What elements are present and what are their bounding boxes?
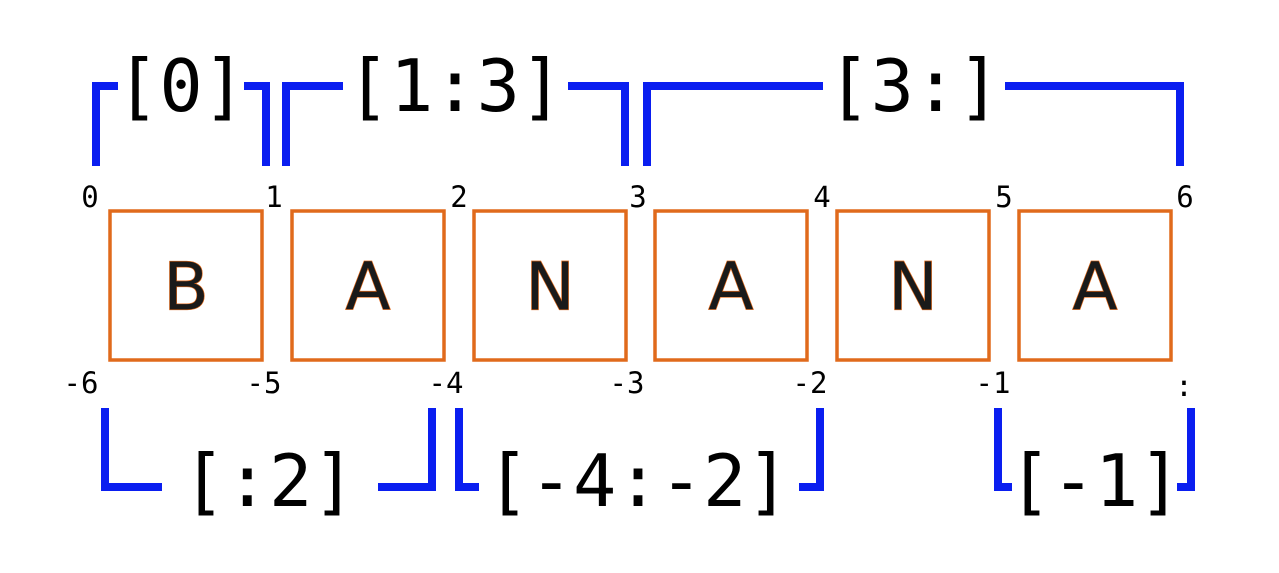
letter-0: B [163,249,208,326]
bracket-bottom-0: [:2] [101,408,436,523]
pos-index-0: 0 [81,180,98,214]
letter-1: A [345,249,390,326]
bracket-top-0: [0] [92,44,270,166]
slice-label-top-2: [3:] [827,44,1000,128]
bracket-bottom-1-right [799,408,824,491]
bracket-bottom-2-right [1177,408,1195,491]
neg-index-2: -4 [429,366,464,400]
slice-label-bottom-1: [-4:-2] [486,439,789,523]
neg-index-1: -5 [247,366,282,400]
bracket-top-1: [1:3] [282,44,629,166]
pos-index-4: 4 [813,180,830,214]
neg-index-5: -1 [976,366,1011,400]
pos-index-6: 6 [1176,180,1193,214]
bracket-top-1-right [568,82,629,166]
bracket-top-0-right [244,82,270,166]
slice-label-top-1: [1:3] [347,44,564,128]
letter-5: A [1072,249,1117,326]
letter-row: B A N A N A [108,209,1173,362]
letter-box-5: A [1017,209,1173,362]
neg-index-4: -2 [793,366,828,400]
bracket-bottom-1-left [455,408,479,491]
bracket-top-1-left [282,82,343,166]
slice-label-bottom-0: [:2] [182,439,355,523]
bracket-bottom-2-left [994,408,1012,491]
letter-2: N [525,249,574,326]
negative-index-row: -6 -5 -4 -3 -2 -1 : [64,366,1193,403]
bracket-bottom-0-right [378,408,436,491]
bracket-top-0-left [92,82,118,166]
letter-box-1: A [290,209,446,362]
pos-index-1: 1 [265,180,282,214]
bracket-top-2: [3:] [643,44,1184,166]
slice-label-top-0: [0] [116,44,246,128]
bracket-top-2-left [643,82,823,166]
letter-box-3: A [653,209,809,362]
letter-3: A [708,249,753,326]
neg-index-6: : [1175,369,1192,403]
bracket-bottom-0-left [101,408,162,491]
pos-index-5: 5 [995,180,1012,214]
letter-box-2: N [472,209,628,362]
neg-index-3: -3 [610,366,645,400]
bracket-bottom-2: [-1] [994,408,1195,523]
bracket-top-2-right [1005,82,1184,166]
letter-box-4: N [835,209,991,362]
neg-index-0: -6 [64,366,99,400]
letter-box-0: B [108,209,264,362]
positive-index-row: 0 1 2 3 4 5 6 [81,180,1193,214]
pos-index-3: 3 [629,180,646,214]
pos-index-2: 2 [450,180,467,214]
bracket-bottom-1: [-4:-2] [455,408,824,523]
slice-label-bottom-2: [-1] [1008,439,1181,523]
letter-4: N [888,249,937,326]
